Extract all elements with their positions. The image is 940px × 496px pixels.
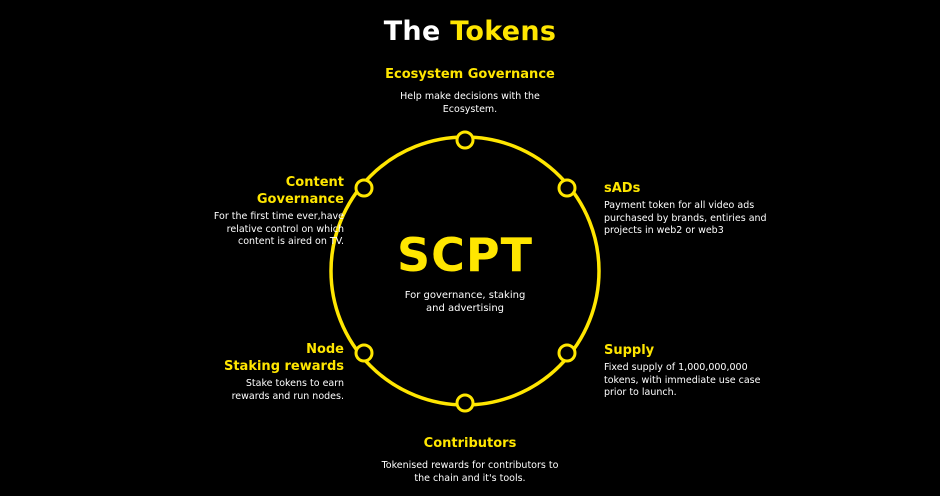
item-description-line: Tokenised rewards for contributors to <box>381 460 559 471</box>
item-supply: Supply Fixed supply of 1,000,000,000 tok… <box>604 342 779 400</box>
item-description: For the first time ever,have relative co… <box>184 211 344 249</box>
center-description-line: For governance, staking <box>404 290 526 301</box>
item-heading-line: Staking rewards <box>223 359 344 374</box>
item-description-line: relative control on which <box>226 223 344 235</box>
item-heading-line: Governance <box>256 192 344 207</box>
item-heading-line: Content <box>285 175 344 190</box>
item-description-line: Ecosystem. <box>442 103 498 115</box>
node-dot-node <box>354 343 374 363</box>
title-part-the: The <box>383 16 441 47</box>
node-dot-content <box>354 178 374 198</box>
item-heading: Ecosystem Governance <box>385 67 555 82</box>
item-description-line: Fixed supply of 1,000,000,000 <box>604 362 748 373</box>
item-ecosystem-governance: Ecosystem Governance Help make decisions… <box>335 66 605 116</box>
item-description: Fixed supply of 1,000,000,000 tokens, wi… <box>604 362 779 400</box>
item-node-staking-rewards: Node Staking rewards Stake tokens to ear… <box>184 341 344 403</box>
item-description-line: For the first time ever,have <box>213 211 344 222</box>
item-description-line: Stake tokens to earn <box>245 378 344 389</box>
item-content-governance: Content Governance For the first time ev… <box>184 174 344 249</box>
item-description-line: projects in web2 or web3 <box>604 225 724 236</box>
center-description-line: and advertising <box>425 303 505 314</box>
node-dot-ecosystem <box>455 130 475 150</box>
center-description: For governance, staking and advertising <box>380 289 550 315</box>
node-dot-supply <box>557 343 577 363</box>
item-description: Tokenised rewards for contributors to th… <box>335 460 605 485</box>
item-description-line: Help make decisions with the <box>400 91 540 102</box>
node-dot-sads <box>557 178 577 198</box>
item-heading-line: Node <box>306 342 344 357</box>
item-description-line: content is aired on TV. <box>237 236 344 247</box>
item-contributors: Contributors Tokenised rewards for contr… <box>335 435 605 485</box>
item-description-line: tokens, with immediate use case <box>604 374 761 386</box>
page-title: The Tokens <box>0 16 940 47</box>
item-heading: Supply <box>604 343 655 358</box>
center-token-name: SCPT <box>397 228 533 282</box>
item-sads: sADs Payment token for all video ads pur… <box>604 180 779 238</box>
item-heading: sADs <box>604 181 641 196</box>
item-description: Stake tokens to earn rewards and run nod… <box>184 378 344 403</box>
item-description-line: Payment token for all video ads <box>604 200 755 211</box>
item-heading: Node Staking rewards <box>184 341 344 375</box>
item-description: Payment token for all video ads purchase… <box>604 200 779 238</box>
item-description: Help make decisions with the Ecosystem. <box>335 91 605 116</box>
item-heading: Content Governance <box>184 174 344 208</box>
item-description-line: rewards and run nodes. <box>231 390 344 402</box>
item-heading: Contributors <box>423 436 517 451</box>
title-part-tokens: Tokens <box>450 16 557 47</box>
node-dot-contributors <box>455 393 475 413</box>
item-description-line: purchased by brands, entiries and <box>604 212 767 224</box>
item-description-line: prior to launch. <box>604 387 677 398</box>
item-description-line: the chain and it's tools. <box>414 472 526 484</box>
